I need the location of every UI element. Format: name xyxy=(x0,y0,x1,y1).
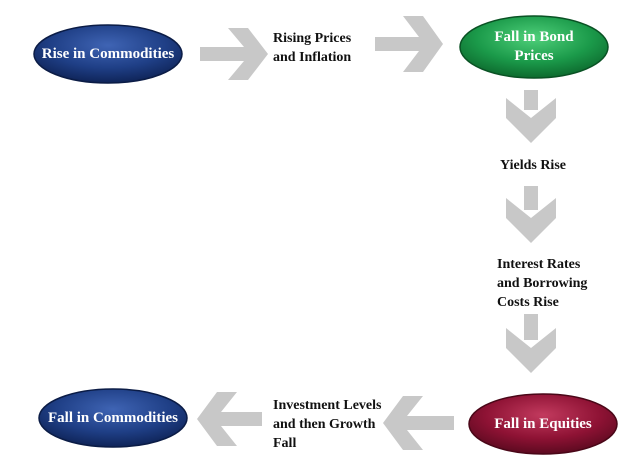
yields-rise-text: Yields Rise xyxy=(500,158,566,173)
rise-commodities-node xyxy=(33,24,183,84)
arrow-down-stem xyxy=(524,186,538,210)
arrow-down-icon xyxy=(506,98,556,143)
fall-bond-prices-node xyxy=(459,15,609,79)
arrow-left-icon xyxy=(383,396,454,450)
fall-equities-node xyxy=(468,393,618,455)
interest-rates-text: Interest Rates and Borrowing Costs Rise xyxy=(497,257,588,310)
arrow-down-icon xyxy=(506,328,556,373)
arrow-right-icon xyxy=(375,16,443,72)
rising-prices-text: Rising Prices and Inflation xyxy=(273,31,352,65)
arrow-down-stem xyxy=(524,314,538,340)
investment-levels-text: Investment Levels and then Growth Fall xyxy=(273,398,382,451)
arrow-right-icon xyxy=(200,28,268,80)
arrow-down-stem xyxy=(524,90,538,110)
fall-commodities-node xyxy=(38,388,188,448)
arrow-left-icon xyxy=(197,392,262,446)
arrow-down-icon xyxy=(506,198,556,243)
